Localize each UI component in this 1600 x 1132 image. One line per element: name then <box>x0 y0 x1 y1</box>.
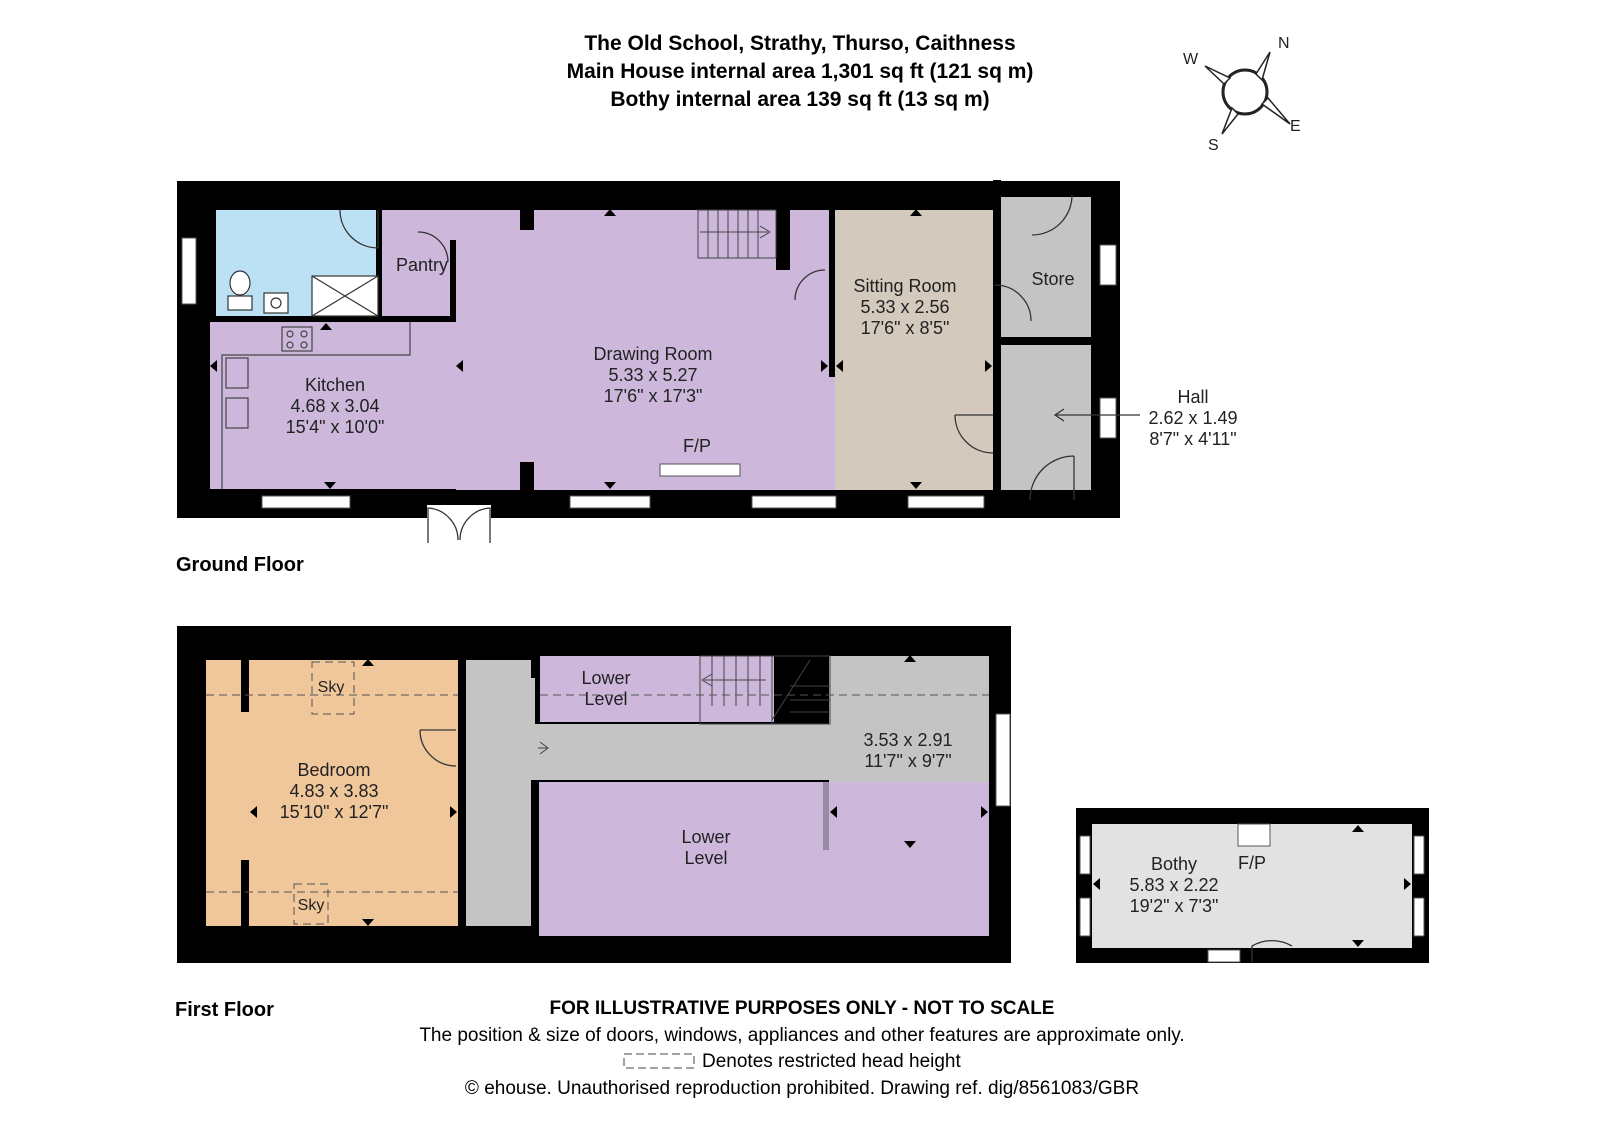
landing-imperial: 11'7" x 9'7" <box>864 751 951 771</box>
kitchen-imperial: 15'4" x 10'0" <box>286 417 385 437</box>
hall-metric: 2.62 x 1.49 <box>1148 408 1237 428</box>
drawing-room-imperial: 17'6" x 17'3" <box>604 386 703 406</box>
hall-area <box>997 345 1091 490</box>
compass-s-label: S <box>1208 137 1219 154</box>
window <box>995 713 1011 807</box>
dimension-arrows <box>250 655 988 926</box>
hall-pointer-arrow <box>1053 408 1140 422</box>
kitchen-name: Kitchen <box>305 375 365 395</box>
sitting-room-imperial: 17'6" x 8'5" <box>861 318 950 338</box>
dimension-arrows <box>1093 825 1411 947</box>
bothy-plan: Bothy 5.83 x 2.22 19'2" x 7'3" F/P <box>1076 808 1429 963</box>
lower-level-main <box>537 782 989 936</box>
landing-metric: 3.53 x 2.91 <box>863 730 952 750</box>
hall-imperial: 8'7" x 4'11" <box>1149 429 1236 449</box>
landing-corridor <box>466 660 535 926</box>
lower-level-main-line2: Level <box>684 848 727 868</box>
drawing-room-area <box>456 210 835 490</box>
bedroom-metric: 4.83 x 3.83 <box>289 781 378 801</box>
property-title: The Old School, Strathy, Thurso, Caithne… <box>584 32 1015 55</box>
bothy-imperial: 19'2" x 7'3" <box>1130 896 1219 916</box>
bothy-fireplace: F/P <box>1238 853 1266 873</box>
skylight-label-top: Sky <box>318 679 345 696</box>
bedroom-name: Bedroom <box>297 760 370 780</box>
disclaimer: FOR ILLUSTRATIVE PURPOSES ONLY - NOT TO … <box>419 998 1184 1099</box>
bothy-door-swing <box>1251 939 1293 962</box>
bothy-name: Bothy <box>1151 854 1197 874</box>
sitting-room-area <box>835 210 993 490</box>
disclaimer-legend-text: Denotes restricted head height <box>702 1051 961 1072</box>
disclaimer-heading: FOR ILLUSTRATIVE PURPOSES ONLY - NOT TO … <box>550 998 1055 1019</box>
landing-hall <box>535 724 829 780</box>
bedroom-imperial: 15'10" x 12'7" <box>280 802 389 822</box>
store-name: Store <box>1031 269 1074 289</box>
pantry-name: Pantry <box>396 255 448 275</box>
compass-n-label: N <box>1278 35 1290 52</box>
pantry <box>382 210 456 316</box>
disclaimer-approximate: The position & size of doors, windows, a… <box>419 1025 1184 1046</box>
store-area <box>1001 197 1091 337</box>
drawing-room-metric: 5.33 x 5.27 <box>608 365 697 385</box>
drawing-room-name: Drawing Room <box>593 344 712 364</box>
bothy-area: Bothy internal area 139 sq ft (13 sq m) <box>610 88 989 111</box>
restricted-head-height-lines <box>206 661 989 925</box>
french-doors <box>427 505 491 543</box>
dimension-arrows <box>210 209 992 489</box>
ground-floor-label: Ground Floor <box>176 554 304 576</box>
kitchen-metric: 4.68 x 3.04 <box>290 396 379 416</box>
hall-name: Hall <box>1177 387 1208 407</box>
lower-level-main-line1: Lower <box>681 827 730 847</box>
stairs-icon <box>538 655 831 755</box>
first-floor-label: First Floor <box>175 999 274 1021</box>
lower-level-top-line1: Lower <box>581 668 630 688</box>
drawing-room-fireplace: F/P <box>683 436 711 456</box>
bothy-metric: 5.83 x 2.22 <box>1129 875 1218 895</box>
ground-floor-labels: Pantry Kitchen 4.68 x 3.04 15'4" x 10'0"… <box>286 255 1238 456</box>
first-floor-plan: Sky Sky Bedroom 4.83 x 3.83 15'10" x 12'… <box>175 626 1011 1021</box>
sitting-room-name: Sitting Room <box>853 276 956 296</box>
lower-level-top <box>540 656 774 722</box>
stairs-icon <box>697 209 777 259</box>
bathroom-fixtures <box>227 270 379 317</box>
main-house-area: Main House internal area 1,301 sq ft (12… <box>567 60 1034 83</box>
ground-floor-plan: Pantry Kitchen 4.68 x 3.04 15'4" x 10'0"… <box>176 180 1238 576</box>
windows <box>181 237 1117 509</box>
compass-icon: N E S W <box>1183 35 1301 154</box>
disclaimer-copyright: © ehouse. Unauthorised reproduction proh… <box>465 1078 1139 1099</box>
sitting-room-metric: 5.33 x 2.56 <box>860 297 949 317</box>
compass-w-label: W <box>1183 51 1199 68</box>
lower-level-top-line2: Level <box>584 689 627 709</box>
door-swings <box>339 194 1075 501</box>
first-floor-labels: Sky Sky Bedroom 4.83 x 3.83 15'10" x 12'… <box>280 668 953 914</box>
restricted-head-height-legend-icon <box>623 1053 695 1069</box>
bothy-windows <box>1079 823 1425 963</box>
header: The Old School, Strathy, Thurso, Caithne… <box>567 32 1034 111</box>
bothy-labels: Bothy 5.83 x 2.22 19'2" x 7'3" F/P <box>1129 853 1266 916</box>
kitchen-fittings <box>221 322 411 489</box>
compass-e-label: E <box>1290 118 1301 135</box>
skylight-label-bottom: Sky <box>298 897 325 914</box>
bedroom-door-swing <box>419 729 457 767</box>
